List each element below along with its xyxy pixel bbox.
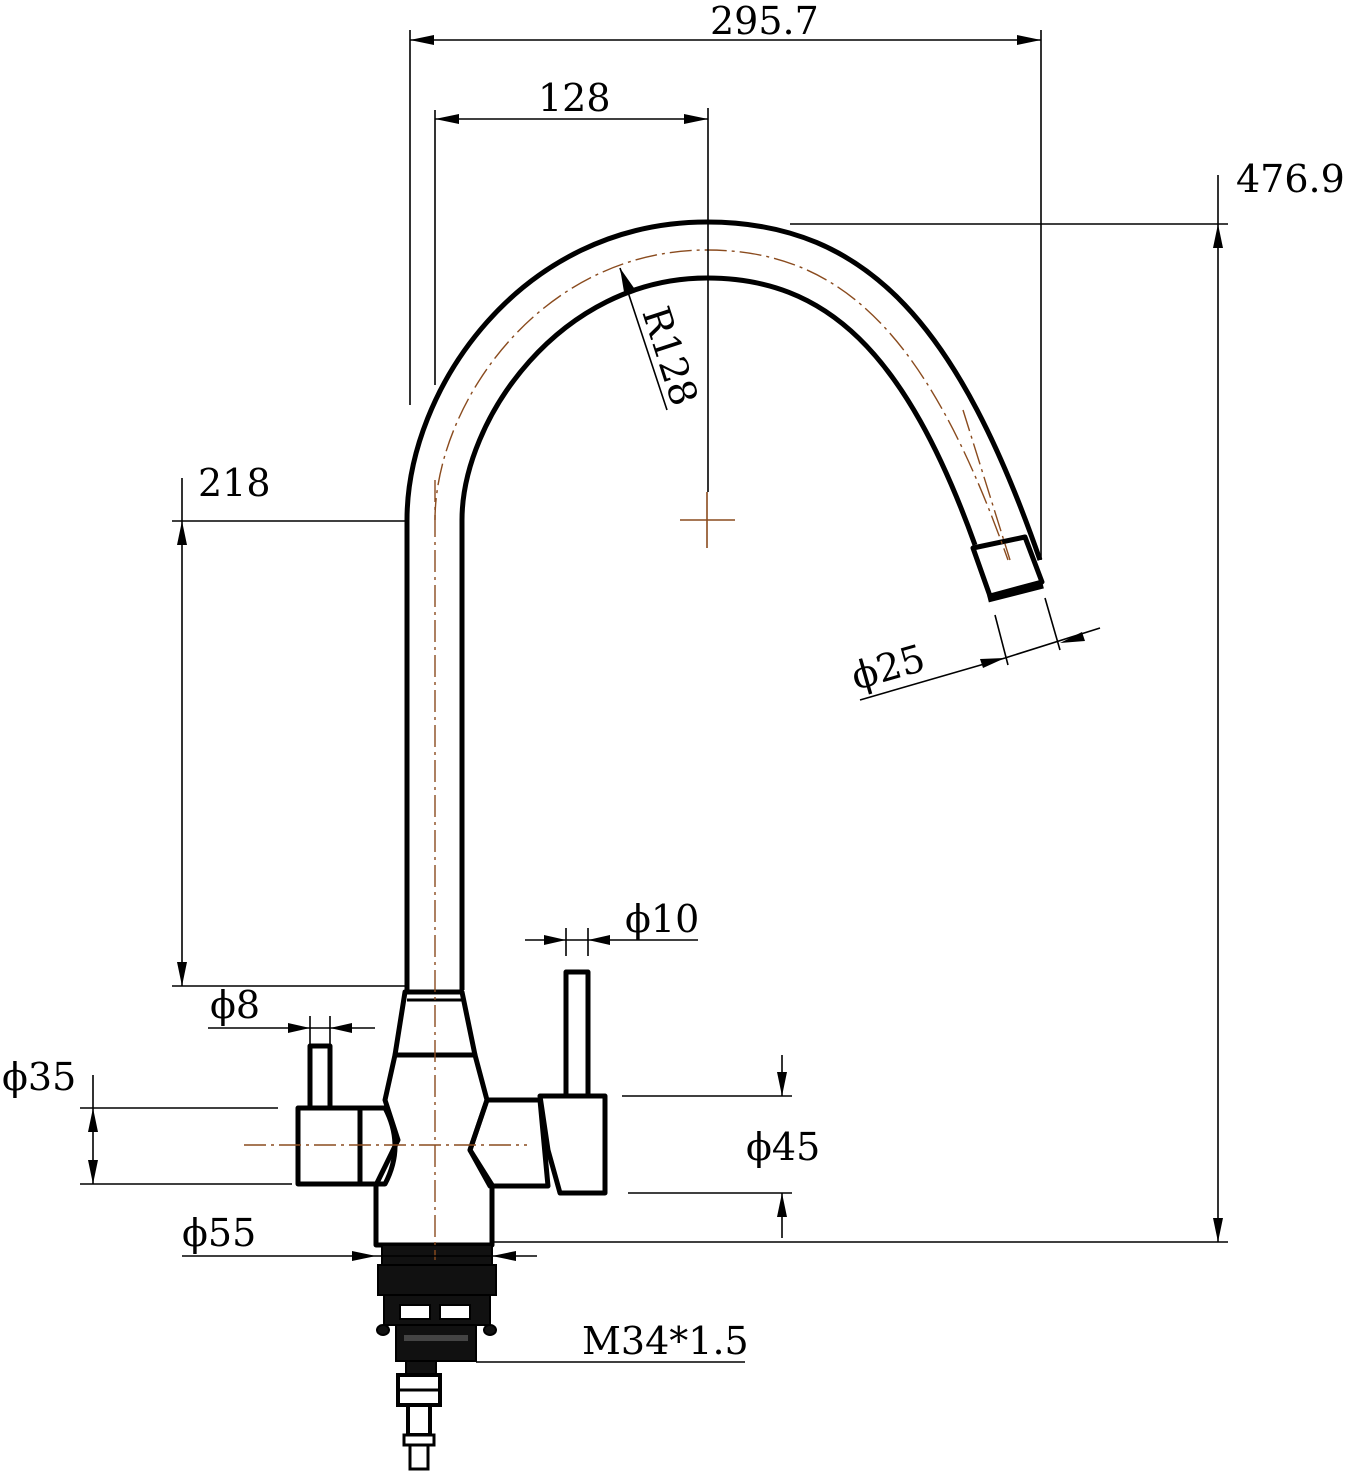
spout-inner-edge bbox=[459, 275, 978, 990]
dimension-lines bbox=[80, 30, 1228, 1363]
dim-overall-reach: 295.7 bbox=[710, 0, 819, 43]
mounting-shank bbox=[376, 1244, 497, 1362]
dim-base-diameter: ϕ55 bbox=[182, 1211, 256, 1255]
dim-thread-size: M34*1.5 bbox=[582, 1319, 749, 1363]
right-handle bbox=[537, 1093, 608, 1196]
right-handle-hub bbox=[467, 1097, 551, 1189]
dim-left-handle-diameter: ϕ35 bbox=[2, 1055, 76, 1099]
outlet-face bbox=[987, 581, 1044, 603]
dim-spout-height: 218 bbox=[198, 461, 271, 505]
left-handle-cap bbox=[357, 1105, 398, 1187]
inlet-connector bbox=[396, 1360, 442, 1471]
right-lever bbox=[563, 969, 591, 1099]
dim-outlet-diameter: ϕ25 bbox=[846, 636, 930, 699]
dim-total-height: 476.9 bbox=[1236, 157, 1345, 201]
left-handle bbox=[295, 1105, 363, 1187]
left-lever bbox=[307, 1043, 333, 1111]
dim-right-handle-diameter: ϕ45 bbox=[746, 1125, 820, 1169]
dim-arc-offset: 128 bbox=[538, 76, 611, 120]
spout-outer-edge bbox=[404, 219, 1043, 990]
dim-right-lever-diameter: ϕ10 bbox=[625, 897, 699, 941]
dim-bend-radius: R128 bbox=[633, 301, 706, 411]
dimension-labels: 295.7 128 R128 476.9 218 ϕ25 ϕ10 ϕ8 ϕ35 … bbox=[2, 0, 1345, 1363]
dim-left-lever-diameter: ϕ8 bbox=[210, 983, 260, 1027]
faucet-outline bbox=[295, 219, 1045, 1471]
